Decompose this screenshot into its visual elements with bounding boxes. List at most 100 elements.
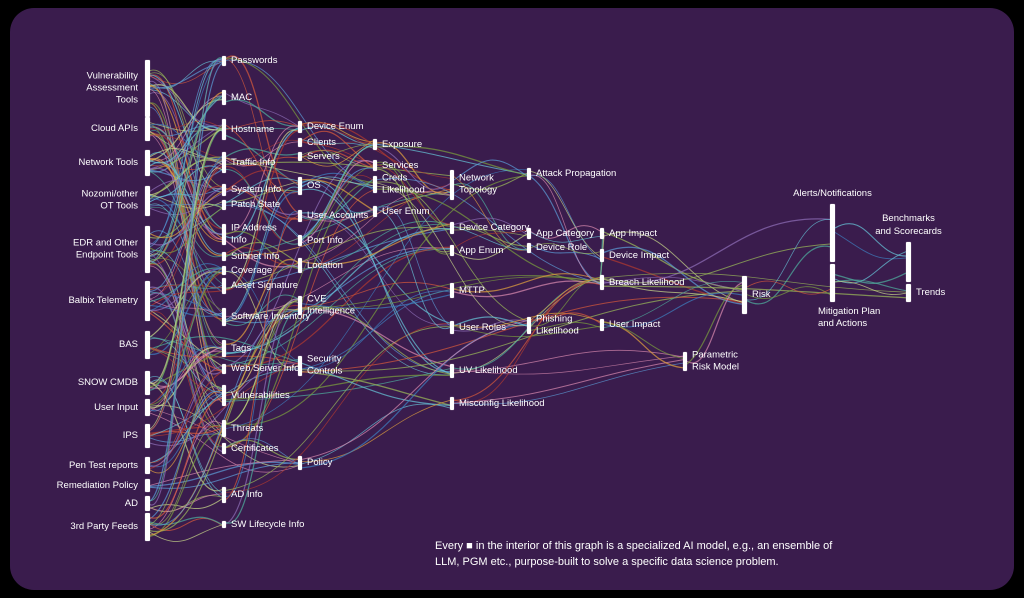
edge-network-tools-to-ip-address-info [149,167,223,235]
node-label-certificates: Certificates [231,442,279,454]
edge-mac-to-device-enum [225,99,299,127]
node-app-category: App Category [527,227,594,239]
node-label-alerts-notifications: Alerts/Notifications [793,187,872,199]
node-bar-ips [145,424,150,448]
node-alerts-notifications: Alerts/Notifications [793,188,872,262]
edge-sw-lifecycle-info-to-cve-intelligence [225,299,299,525]
node-label-cloud-apis: Cloud APIs [91,122,138,134]
edge-cloud-apis-to-software-inventory [149,133,223,322]
edge-vuln-assessment-tools-to-system-info [149,72,223,188]
node-breach-likelihood: Breach Likelihood [600,275,685,290]
node-app-impact: App Impact [600,227,657,239]
node-policy: Policy [298,456,332,470]
node-bar-system-info [222,184,226,196]
node-bar-nozomi-ot-tools [145,186,150,216]
edge-coverage-to-security-controls [225,271,299,369]
edge-software-inventory-to-app-enum [225,247,451,324]
edge-user-input-to-coverage [149,271,223,406]
edge-pen-test-reports-to-vulnerabilities [149,393,223,468]
edge-device-enum-to-network-topology [301,125,451,179]
node-label-ad: AD [124,497,138,509]
node-certificates: Certificates [222,442,279,454]
edge-misconfig-likelihood-to-breach-likelihood [453,277,601,401]
node-label-hostname: Hostname [231,123,275,135]
edge-policy-to-phishing-likelihood [301,320,528,460]
edge-threats-to-cve-intelligence [225,298,299,424]
edge-user-input-to-policy [149,404,299,468]
node-bar-location [298,258,302,273]
node-bar-cve-intelligence [298,296,302,315]
edge-traffic-info-to-servers [225,148,299,158]
node-bar-device-category [450,222,454,234]
edge-ip-address-info-to-device-enum [225,125,299,234]
edge-alerts-notifications-to-benchmarks-scorecards [834,232,907,260]
edge-cve-intelligence-to-uv-likelihood [301,308,451,367]
edge-uv-likelihood-to-parametric-risk-model [453,349,684,373]
node-label-device-role: Device Role [536,241,588,253]
edge-pen-test-reports-to-web-server-info [149,365,223,467]
node-clients: Clients [298,136,336,147]
node-bar-os [298,177,302,195]
node-bar-network-topology [450,170,454,200]
node-label-app-impact: App Impact [609,227,658,239]
edge-misconfig-likelihood-to-parametric-risk-model [453,359,684,404]
node-bas: BAS [119,331,150,359]
edge-cloud-apis-to-tags [149,133,223,344]
edge-threats-to-attack-propagation [225,175,528,426]
node-bar-device-role [527,243,531,253]
edge-hostname-to-device-enum [225,127,299,131]
edge-device-category-to-app-category [453,217,528,235]
edge-ip-address-info-to-device-enum [225,127,299,239]
node-label-mttp: MTTP [459,284,485,296]
node-misconfig-likelihood: Misconfig Likelihood [450,397,545,410]
edge-traffic-info-to-port-info [225,166,299,243]
edge-breach-likelihood-to-risk [603,276,743,292]
node-bar-uv-likelihood [450,364,454,378]
node-label-services: Services [382,159,419,171]
node-bar-trends [906,284,911,302]
node-web-server-info: Web Server Info [222,363,299,374]
node-phishing-likelihood: Phishing Likelihood [527,313,579,337]
edge-security-controls-to-mttp [301,290,451,370]
edge-parametric-risk-model-to-risk [686,284,743,365]
edge-cve-intelligence-to-uv-likelihood [301,305,451,375]
node-label-user-accounts: User Accounts [307,209,369,221]
node-label-user-roles: User Roles [459,321,506,333]
edge-risk-to-alerts-notifications [746,245,831,305]
edge-user-impact-to-parametric-risk-model [603,321,684,359]
edge-creds-likelihood-to-phishing-likelihood [376,182,528,327]
node-bar-hostname [222,119,226,140]
edge-attack-propagation-to-breach-likelihood [530,174,601,283]
edge-ad-info-to-user-accounts [225,211,299,497]
edge-software-inventory-to-cve-intelligence [225,309,299,323]
edge-clients-to-exposure [301,139,374,149]
edge-edr-endpoint-tools-to-passwords [149,58,223,257]
edge-network-tools-to-subnet-info [149,157,223,256]
node-security-controls: Security Controls [298,354,342,377]
node-bar-coverage [222,266,226,275]
node-label-snow-cmdb: SNOW CMDB [77,376,138,388]
edge-sw-lifecycle-info-to-cve-intelligence [225,310,299,524]
node-user-accounts: User Accounts [298,210,368,222]
node-bar-app-enum [450,245,454,256]
edge-app-enum-to-app-category [453,233,528,260]
edge-vuln-assessment-tools-to-passwords [149,61,223,89]
edge-port-info-to-exposure [301,144,374,241]
edge-attack-propagation-to-device-impact [530,175,601,260]
node-label-pen-test-reports: Pen Test reports [68,459,138,471]
edge-breach-likelihood-to-trends [603,285,907,299]
node-bar-vuln-assessment-tools [145,60,150,117]
node-network-tools: Network Tools [79,150,150,176]
edge-breach-likelihood-to-trends [603,272,907,293]
node-label-vuln-assessment-tools: Vulnerability Assessment Tools [86,69,138,106]
edge-servers-to-services [301,150,374,169]
node-sw-lifecycle-info: SW Lifecycle Info [222,518,304,529]
node-location: Location [298,258,343,273]
edge-services-to-app-enum [376,161,451,255]
node-ad: AD [125,496,150,511]
edge-device-role-to-device-impact [530,243,601,254]
edge-risk-to-mitigation-plan [746,286,831,299]
node-bar-user-accounts [298,210,302,222]
edge-phishing-likelihood-to-user-impact [530,321,601,331]
edge-network-tools-to-subnet-info [149,171,223,258]
